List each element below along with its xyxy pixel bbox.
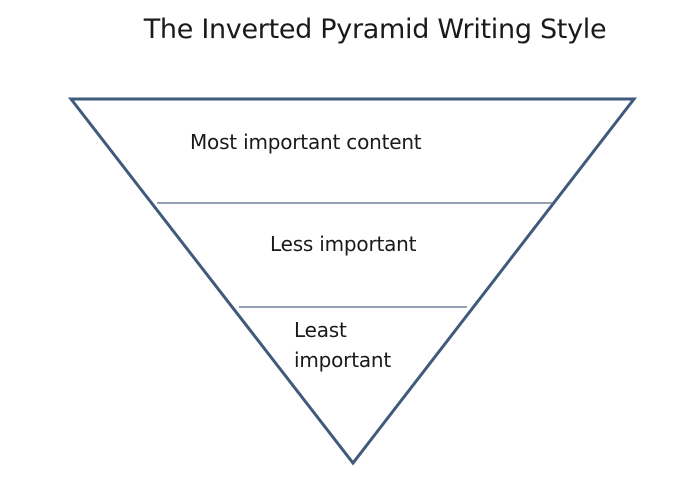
pyramid-outline [67,97,638,466]
section-least-important-line2: important [294,348,392,372]
section-least-important-label: Least important [294,315,391,375]
section-least-important-line1: Least [294,318,347,342]
section-most-important-label: Most important content [190,130,422,154]
diagram-title: The Inverted Pyramid Writing Style [143,14,607,45]
section-less-important-label: Less important [270,232,417,256]
